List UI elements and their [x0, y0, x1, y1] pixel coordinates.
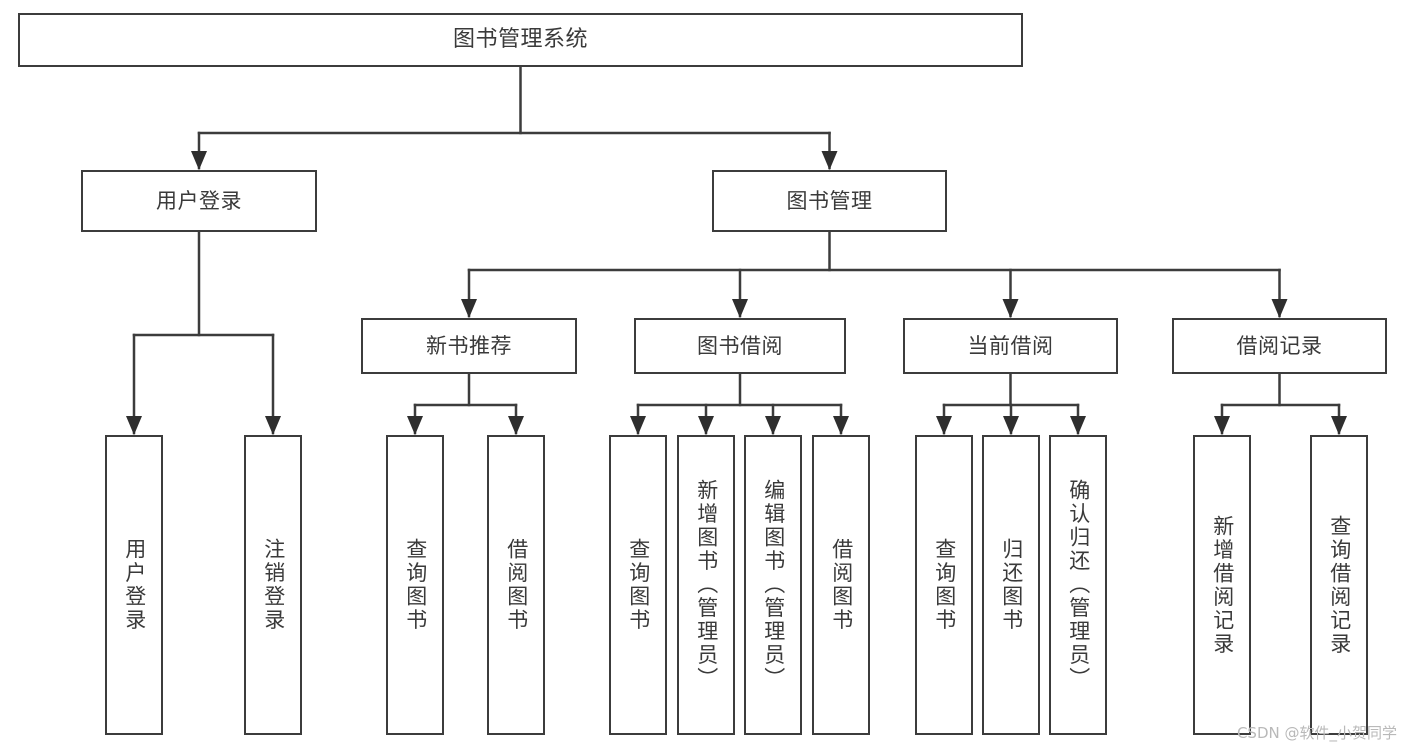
node-label-new-book-rec: 新书推荐 — [426, 333, 512, 358]
node-label-leaf-borrow-2: 借阅图书 — [829, 538, 854, 632]
node-leaf-query-rec[interactable]: 查询借阅记录 — [1310, 435, 1368, 735]
node-label-leaf-confirm: 确认归还（管理员） — [1066, 479, 1091, 691]
node-label-leaf-query-1: 查询图书 — [403, 538, 428, 632]
arrowhead-leaf-edit-book — [765, 416, 781, 435]
arrowhead-book-borrow — [732, 299, 748, 318]
node-book-borrow[interactable]: 图书借阅 — [634, 318, 846, 374]
arrowhead-leaf-query-1 — [407, 416, 423, 435]
node-leaf-confirm[interactable]: 确认归还（管理员） — [1049, 435, 1107, 735]
node-label-borrow-record: 借阅记录 — [1236, 333, 1323, 358]
arrowhead-leaf-confirm — [1070, 416, 1086, 435]
node-label-leaf-logout: 注销登录 — [261, 538, 286, 632]
arrowhead-leaf-query-rec — [1331, 416, 1347, 435]
node-label-book-manage: 图书管理 — [786, 188, 873, 213]
node-label-leaf-user-login: 用户登录 — [122, 538, 147, 632]
node-leaf-query-3[interactable]: 查询图书 — [915, 435, 973, 735]
arrowhead-leaf-borrow-2 — [833, 416, 849, 435]
arrowhead-leaf-query-3 — [936, 416, 952, 435]
node-label-leaf-edit-book: 编辑图书（管理员） — [761, 479, 786, 691]
node-label-leaf-query-rec: 查询借阅记录 — [1327, 514, 1352, 656]
node-label-leaf-query-2: 查询图书 — [626, 538, 651, 632]
arrowhead-book-manage — [821, 151, 838, 170]
node-leaf-query-2[interactable]: 查询图书 — [609, 435, 667, 735]
node-label-leaf-return: 归还图书 — [999, 538, 1024, 632]
node-label-leaf-add-rec: 新增借阅记录 — [1210, 514, 1235, 656]
arrowhead-leaf-query-2 — [630, 416, 646, 435]
node-root[interactable]: 图书管理系统 — [18, 13, 1023, 67]
node-leaf-user-login[interactable]: 用户登录 — [105, 435, 163, 735]
node-label-root: 图书管理系统 — [452, 27, 588, 53]
arrowhead-leaf-logout — [265, 416, 281, 435]
arrowhead-leaf-add-rec — [1214, 416, 1230, 435]
node-label-leaf-query-3: 查询图书 — [932, 538, 957, 632]
node-current-borrow[interactable]: 当前借阅 — [903, 318, 1118, 374]
arrowhead-leaf-add-book — [698, 416, 714, 435]
node-leaf-query-1[interactable]: 查询图书 — [386, 435, 444, 735]
arrowhead-leaf-return — [1003, 416, 1019, 435]
node-leaf-borrow-2[interactable]: 借阅图书 — [812, 435, 870, 735]
arrowhead-borrow-record — [1271, 299, 1288, 318]
node-label-current-borrow: 当前借阅 — [967, 333, 1054, 358]
node-leaf-borrow-1[interactable]: 借阅图书 — [487, 435, 545, 735]
node-label-leaf-borrow-1: 借阅图书 — [504, 538, 529, 632]
arrowhead-new-book-rec — [461, 299, 477, 318]
node-label-leaf-add-book: 新增图书（管理员） — [694, 479, 719, 691]
node-leaf-add-rec[interactable]: 新增借阅记录 — [1193, 435, 1251, 735]
node-user-login[interactable]: 用户登录 — [81, 170, 317, 232]
node-label-book-borrow: 图书借阅 — [697, 333, 783, 358]
arrowhead-leaf-borrow-1 — [508, 416, 524, 435]
node-new-book-rec[interactable]: 新书推荐 — [361, 318, 577, 374]
node-leaf-return[interactable]: 归还图书 — [982, 435, 1040, 735]
node-label-user-login: 用户登录 — [156, 188, 242, 213]
arrowhead-user-login — [191, 151, 207, 170]
node-leaf-add-book[interactable]: 新增图书（管理员） — [677, 435, 735, 735]
arrowhead-current-borrow — [1002, 299, 1019, 318]
arrowhead-leaf-user-login — [126, 416, 142, 435]
node-leaf-edit-book[interactable]: 编辑图书（管理员） — [744, 435, 802, 735]
node-borrow-record[interactable]: 借阅记录 — [1172, 318, 1387, 374]
node-leaf-logout[interactable]: 注销登录 — [244, 435, 302, 735]
node-book-manage[interactable]: 图书管理 — [712, 170, 947, 232]
